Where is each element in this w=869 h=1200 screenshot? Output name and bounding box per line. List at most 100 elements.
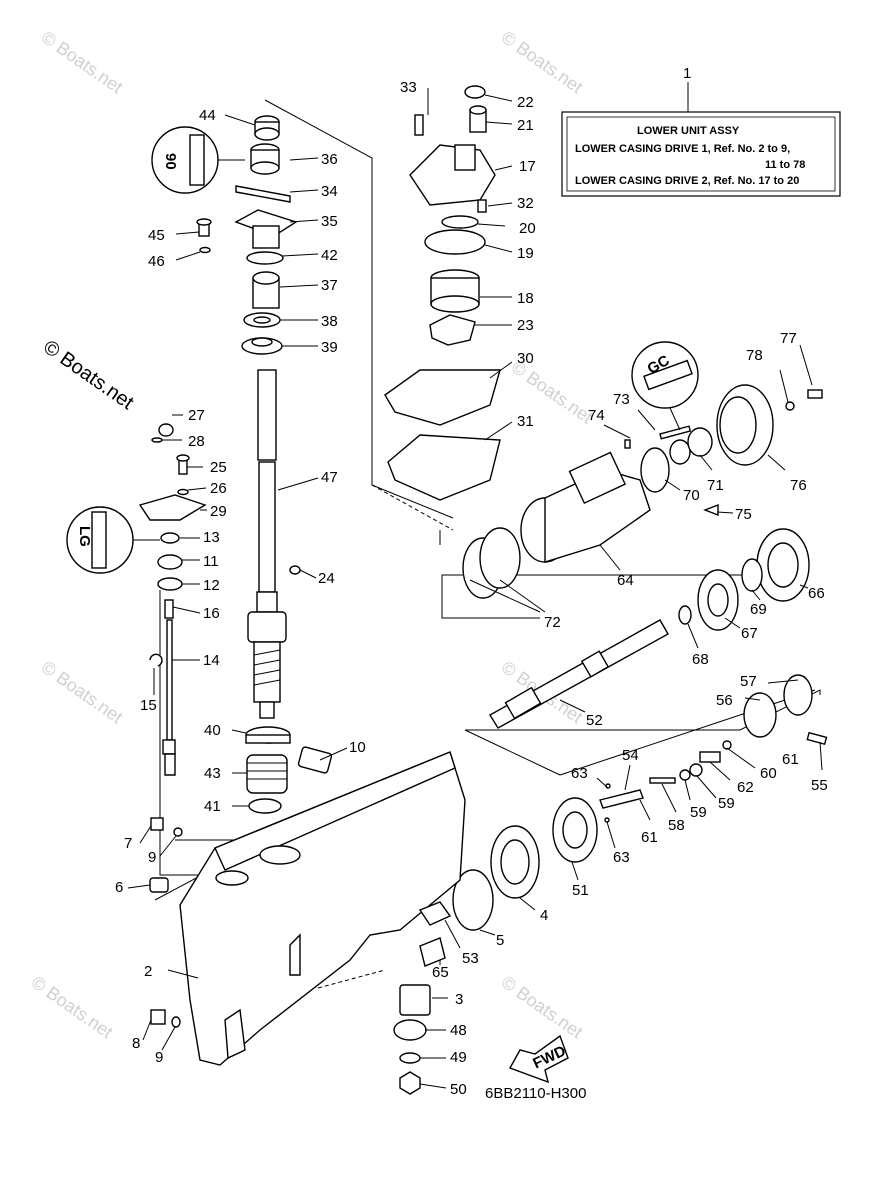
part-label: 22 xyxy=(517,94,534,111)
part-label: 73 xyxy=(613,391,630,408)
tool-mark: 90 xyxy=(162,153,179,170)
part-label: 77 xyxy=(780,330,797,347)
part-label: 70 xyxy=(683,487,700,504)
part-label: 75 xyxy=(735,506,752,523)
part-label: 68 xyxy=(692,651,709,668)
part-label: 4 xyxy=(540,907,548,924)
drive-shaft xyxy=(247,369,287,719)
part-label: 64 xyxy=(617,572,634,589)
part-label: 3 xyxy=(455,991,463,1008)
part-labels: 2 3 4 5 6 7 8 9 9 10 11 12 13 14 15 16 1… xyxy=(115,79,828,1098)
part-label: 57 xyxy=(740,673,757,690)
part-label: 35 xyxy=(321,213,338,230)
clutch-group xyxy=(599,674,828,823)
part-label: 60 xyxy=(760,765,777,782)
part-label: 71 xyxy=(707,477,724,494)
part-label: 18 xyxy=(517,290,534,307)
part-label: 45 xyxy=(148,227,165,244)
part-label: 26 xyxy=(210,480,227,497)
part-label: 14 xyxy=(203,652,220,669)
part-label: 2 xyxy=(144,963,152,980)
water-pump xyxy=(384,85,501,501)
part-label: 51 xyxy=(572,882,589,899)
part-label: 47 xyxy=(321,469,338,486)
callout-line3: LOWER CASING DRIVE 2, Ref. No. 17 to 20 xyxy=(575,175,799,187)
part-label: 9 xyxy=(155,1049,163,1066)
part-label: 29 xyxy=(210,503,227,520)
part-label: 5 xyxy=(496,932,504,949)
part-label: 50 xyxy=(450,1081,467,1098)
reverse-gear-set xyxy=(452,797,598,931)
part-label: 40 xyxy=(204,722,221,739)
part-label: 66 xyxy=(808,585,825,602)
watermark: © Boats.net xyxy=(28,972,117,1042)
part-label: 44 xyxy=(199,107,216,124)
part-label: 39 xyxy=(321,339,338,356)
part-label: 58 xyxy=(668,817,685,834)
part-label: 62 xyxy=(737,779,754,796)
part-label: 28 xyxy=(188,433,205,450)
part-label: 61 xyxy=(641,829,658,846)
lower-unit-assy-callout: 1 LOWER UNIT ASSY LOWER CASING DRIVE 1, … xyxy=(561,65,841,197)
part-label: 69 xyxy=(750,601,767,618)
part-label: 9 xyxy=(148,849,156,866)
part-label: 7 xyxy=(124,835,132,852)
part-label: 46 xyxy=(148,253,165,270)
part-label: 41 xyxy=(204,798,221,815)
part-label: 13 xyxy=(203,529,220,546)
part-label: 53 xyxy=(462,950,479,967)
propeller-shaft-housing xyxy=(462,384,823,599)
part-label: 56 xyxy=(716,692,733,709)
part-label: 31 xyxy=(517,413,534,430)
part-label: 17 xyxy=(519,158,536,175)
watermark-dark: © Boats.net xyxy=(39,336,138,414)
part-label: 54 xyxy=(622,747,639,764)
watermark: © Boats.net xyxy=(38,657,127,727)
shift-rod xyxy=(138,423,207,776)
part-label: 42 xyxy=(321,247,338,264)
part-label: 63 xyxy=(613,849,630,866)
part-label: 49 xyxy=(450,1049,467,1066)
part-label: 59 xyxy=(718,795,735,812)
lower-parts xyxy=(149,817,452,1095)
part-label: 52 xyxy=(586,712,603,729)
part-label: 20 xyxy=(519,220,536,237)
tool-detail-90: 90 xyxy=(151,126,245,194)
part-label: 34 xyxy=(321,183,338,200)
part-label: 30 xyxy=(517,350,534,367)
tool-detail-gc: GC xyxy=(631,341,699,431)
propeller-shaft xyxy=(489,619,669,729)
part-label: 43 xyxy=(204,765,221,782)
part-label: 55 xyxy=(811,777,828,794)
callout-line1: LOWER CASING DRIVE 1, Ref. No. 2 to 9, xyxy=(575,143,790,155)
part-label: 24 xyxy=(318,570,335,587)
part-label: 6 xyxy=(115,879,123,896)
tool-detail-lg: LG xyxy=(66,506,160,574)
watermark: © Boats.net xyxy=(498,972,587,1042)
part-label: 63 xyxy=(571,765,588,782)
part-label: 11 xyxy=(203,553,219,570)
part-label: 15 xyxy=(140,697,157,714)
part-label: 78 xyxy=(746,347,763,364)
part-label: 32 xyxy=(517,195,534,212)
part-label: 8 xyxy=(132,1035,140,1052)
part-label: 38 xyxy=(321,313,338,330)
part-label: 65 xyxy=(432,964,449,981)
part-label: 10 xyxy=(349,739,366,756)
callout-line2: 11 to 78 xyxy=(765,159,805,171)
part-label: 16 xyxy=(203,605,220,622)
part-label: 21 xyxy=(517,117,534,134)
part-label: 48 xyxy=(450,1022,467,1039)
part-label: 74 xyxy=(588,407,605,424)
tool-mark: LG xyxy=(76,526,93,547)
part-label: 37 xyxy=(321,277,338,294)
callout-number: 1 xyxy=(683,65,691,82)
part-label: 59 xyxy=(690,804,707,821)
forward-gear-set xyxy=(678,528,810,631)
watermark: © Boats.net xyxy=(498,27,587,97)
part-label: 36 xyxy=(321,151,338,168)
part-label: 25 xyxy=(210,459,227,476)
part-label: 72 xyxy=(544,614,561,631)
diagram-code: 6BB2110-H300 xyxy=(485,1085,586,1102)
